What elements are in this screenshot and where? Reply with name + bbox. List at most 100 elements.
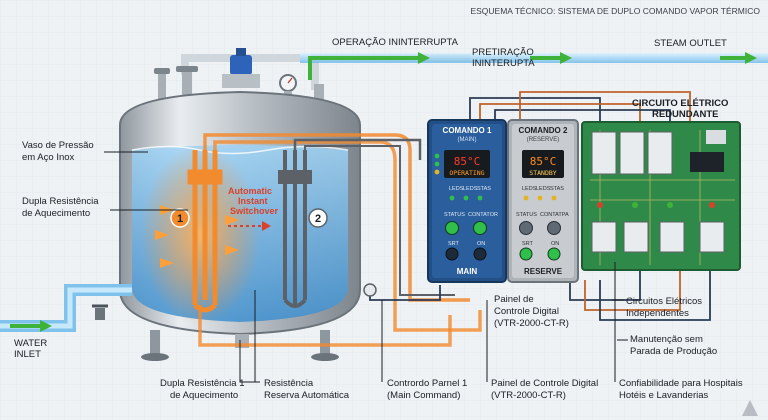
panel-1-led-green [434,153,440,159]
label-maint-1: Manutenção sem [630,334,703,345]
panel-2-footer: RESERVE [524,267,563,276]
control-panel-main: COMANDO 1 (MAIN) 85°C OPERATING LEDS LED… [427,119,507,283]
contactor-1 [591,221,617,253]
label-maint-2: Parada de Produção [630,346,717,357]
label-water-inlet-2: INLET [14,349,41,360]
switchover-label-3: Switchover [230,206,279,216]
panel-1-status-button[interactable] [445,221,459,235]
label-pretiration-2: ININTERUPTA [472,58,535,69]
diagram-title: ESQUEMA TÉCNICO: SISTEMA DE DUPLO COMAND… [470,6,760,16]
label-bottom-1b: de Aquecimento [170,390,238,401]
terminal-block [706,130,726,144]
panel-2-subtitle: (RESERVE) [527,137,560,143]
switchover-label-2: Instant [238,196,268,206]
panel-2-state: STANDBY [529,169,556,177]
panel-2-ind-1: LEDS [522,186,537,192]
panel-1-ind-2: LEDS [463,186,478,192]
control-wiring [369,91,711,321]
contactor-2 [623,221,649,253]
label-bottom-5a: Confiabilidade para Hospitais [619,378,743,389]
marker-1 [170,208,190,228]
heater-cables [198,133,482,347]
label-panel-1: Painel de [494,294,534,305]
panel-2-btn-a-label: STATUS [516,212,537,218]
label-bottom-3a: Contrordo Parnel 1 [387,378,467,389]
bottom-leaders [239,262,616,383]
panel-1-start-button[interactable] [445,247,459,261]
label-bottom-5b: Hotéis e Lavanderias [619,390,708,401]
panel-2-status-button[interactable] [519,221,533,235]
marker-2 [308,208,328,228]
panel-1-footer: MAIN [457,267,478,276]
panel-1-title: COMANDO 1 [443,126,492,135]
label-circuits-1: Circuitos Elétricos [626,296,702,307]
heater-1-element [187,150,223,313]
label-steam-outlet: STEAM OUTLET [654,38,727,49]
breaker-3 [647,131,673,175]
panel-2-start-button[interactable] [519,247,533,261]
breaker-1 [591,131,617,175]
label-pretiration-1: PRETIRAÇÃO [472,47,534,58]
label-bottom-4b: (VTR-2000-CT-R) [491,390,566,401]
panel-1-led-a [449,195,455,201]
label-vessel-1: Vaso de Pressão [22,140,94,151]
chip [690,152,724,172]
heater-2-element [278,150,312,308]
panel-2-temp: 85°C [530,155,557,168]
label-bottom-2a: Resistência [264,378,314,389]
panel-1-led-amber [434,169,440,175]
panel-1-ind-1: LEDS [449,186,464,192]
panel-2-btn-b-label: CONTATPA [540,212,569,218]
water-inlet-pipe [0,284,132,332]
label-heater-1: Dupla Resistência [22,196,99,207]
panel-2-on-button[interactable] [547,247,561,261]
label-operation: OPERAÇÃO ININTERRUPTA [332,37,459,48]
panel-2-title: COMANDO 2 [519,126,568,135]
switchover-arrowhead [262,221,271,231]
contactor-3 [659,221,685,253]
panel-2-led-b [537,195,543,201]
panel-1-led-b [463,195,469,201]
marker-2-text: 2 [315,213,321,225]
panel-2-btn-d-label: ON [551,241,559,247]
panel-1-subtitle: (MAIN) [458,137,477,143]
label-panel-2: Controle Digital [494,306,559,317]
sensor-connector [363,283,377,297]
control-panel-reserve: COMANDO 2 (RESERVE) 85°C STANDBY LEDS LE… [507,119,579,283]
right-leaders [612,299,628,341]
circuit-title-1: CIRCUITO ELÉTRICO [632,98,728,109]
panel-1-btn-d-label: ON [477,241,485,247]
corner-logo-icon [742,400,758,416]
switchover-label-1: Automatic [228,186,272,196]
panel-1-contator-button[interactable] [473,221,487,235]
panel-2-contator-button[interactable] [547,221,561,235]
label-panel-3: (VTR-2000-CT-R) [494,318,569,329]
panel-2-btn-c-label: SRT [522,241,534,247]
panel-1-on-button[interactable] [473,247,487,261]
panel-1-btn-c-label: SRT [448,241,460,247]
panel-2-led-a [523,195,529,201]
label-bottom-3b: (Main Command) [387,390,460,401]
label-heater-2: de Aquecimento [22,208,90,219]
label-bottom-4a: Painel de Controle Digital [491,378,598,389]
panel-1-btn-b-label: CONTATOR [468,212,498,218]
panel-2-led-c [551,195,557,201]
breaker-2 [619,131,645,175]
heater-1-glow [140,145,260,325]
label-bottom-1a: Dupla Resistência 1 [160,378,245,389]
redundant-circuit-board [581,121,741,271]
panel-2-ind-2: LEDS [536,186,551,192]
marker-1-text: 1 [177,213,183,225]
circuit-title-2: REDUNDANTE [652,109,719,120]
label-vessel-2: em Aço Inox [22,152,75,163]
label-bottom-2b: Reserva Automática [264,390,350,401]
panel-1-temp: 85°C [454,155,481,168]
panel-1-led-green-2 [434,161,440,167]
panel-2-ind-3: STAS [550,186,564,192]
panel-1-led-c [477,195,483,201]
panel-1-btn-a-label: STATUS [444,212,465,218]
contactor-4 [699,221,725,253]
panel-1-ind-3: STAS [477,186,491,192]
label-circuits-2: Independentes [626,308,689,319]
